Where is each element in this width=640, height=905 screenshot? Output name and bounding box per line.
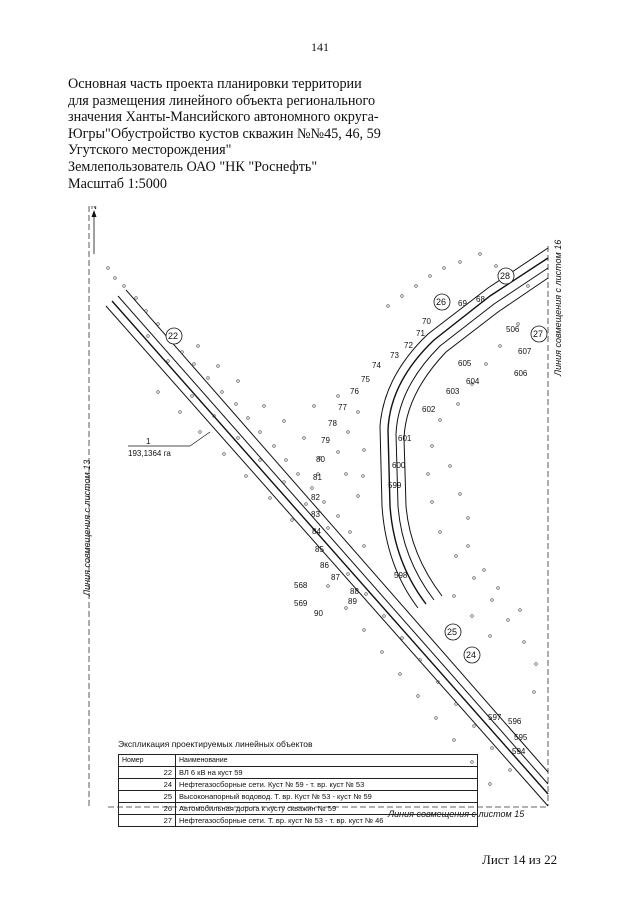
title-line: Югры"Обустройство кустов скважин №№45, 4…: [68, 125, 381, 142]
legend-row-name: Нефтегазосборные сети. Т. вр. куст № 53 …: [175, 814, 478, 827]
table-row: 27 Нефтегазосборные сети. Т. вр. куст № …: [118, 814, 478, 827]
plan-map: N: [82, 206, 563, 827]
point-label: 80: [316, 455, 325, 464]
point-label: 88: [350, 587, 359, 596]
scale-line: Масштаб 1:5000: [68, 175, 167, 192]
point-label: 596: [508, 717, 522, 726]
point-label: 79: [321, 436, 330, 445]
circle-tag-22: 22: [168, 331, 178, 341]
point-label: 600: [392, 461, 406, 470]
point-label: 77: [338, 403, 347, 412]
legend-row-number: 24: [118, 778, 176, 791]
point-label: 602: [422, 405, 436, 414]
point-label: 71: [416, 329, 425, 338]
parcel-leader-line: [189, 431, 211, 447]
plan-drawing: N: [88, 206, 549, 808]
point-label: 598: [394, 571, 408, 580]
point-label: 78: [328, 419, 337, 428]
point-label: 604: [466, 377, 480, 386]
circle-tag-25: 25: [447, 627, 457, 637]
legend-header-number: Номер: [118, 754, 176, 767]
point-label: 603: [446, 387, 460, 396]
point-label: 601: [398, 434, 412, 443]
point-label: 74: [372, 361, 381, 370]
point-label: 75: [361, 375, 370, 384]
point-label: 597: [488, 713, 502, 722]
right-match-line-label: Линия совмещения с листом 16: [553, 239, 563, 376]
land-user-line: Землепользователь ОАО "НК "Роснефть": [68, 158, 318, 175]
legend-header-name: Наименование: [175, 754, 478, 767]
point-label: 594: [512, 747, 526, 756]
legend-row-number: 25: [118, 790, 176, 803]
legend-row-number: 27: [118, 814, 176, 827]
point-label: 87: [331, 573, 340, 582]
legend-row-name: ВЛ 6 кВ на куст 59: [175, 766, 478, 779]
table-row: 24 Нефтегазосборные сети. Куст № 59 - т.…: [118, 778, 478, 791]
circle-tag-27: 27: [533, 329, 543, 339]
point-label: 568: [294, 581, 308, 590]
point-label: 76: [350, 387, 359, 396]
point-label: 84: [312, 527, 321, 536]
point-label: 89: [348, 597, 357, 606]
table-row: 25 Высоконапорный водовод. Т. вр. Куст №…: [118, 790, 478, 803]
point-label: 86: [320, 561, 329, 570]
north-arrowhead-icon: [91, 210, 97, 217]
page-number: 141: [311, 40, 329, 54]
point-label: 605: [458, 359, 472, 368]
vegetation-symbols: [106, 252, 538, 786]
point-label: 90: [314, 609, 323, 618]
point-label: 70: [422, 317, 431, 326]
sheet-number: Лист 14 из 22: [482, 852, 558, 867]
point-label: 606: [514, 369, 528, 378]
title-block: Основная часть проекта планировки террит…: [68, 76, 381, 192]
legend-row-number: 22: [118, 766, 176, 779]
left-match-line-label: Линия совмещения с листом 13: [82, 459, 92, 596]
point-label: 569: [294, 599, 308, 608]
legend-row-number: 26: [118, 802, 176, 815]
point-label: 82: [311, 493, 320, 502]
curved-corridor: [379, 247, 549, 609]
table-row: 22 ВЛ 6 кВ на куст 59: [118, 766, 478, 779]
circle-tag-24: 24: [466, 650, 476, 660]
point-label: 81: [313, 473, 322, 482]
circle-tags: 22 26 28 27 25 24: [165, 267, 548, 664]
point-label: 83: [311, 510, 320, 519]
parcel-area: 193,1364 га: [128, 449, 171, 458]
title-line: Угутского месторождения": [68, 142, 232, 159]
legend-row-name: Высоконапорный водовод. Т. вр. Куст № 53…: [175, 790, 478, 803]
point-label: 73: [390, 351, 399, 360]
point-label: 69: [458, 299, 467, 308]
point-label: 68: [476, 295, 485, 304]
point-labels: 70 71 69 68 72 73 74 75 76 77 78 79 80 8…: [294, 295, 532, 756]
legend-grid: Номер Наименование 22 ВЛ 6 кВ на куст 59…: [118, 754, 478, 827]
table-row: 26 Автомобильная дорога к кусту скважин …: [118, 802, 478, 815]
legend-table: Экспликация проектируемых линейных объек…: [118, 739, 478, 827]
title-line: для размещения линейного объекта региона…: [68, 92, 376, 109]
point-label: 607: [518, 347, 532, 356]
point-label: 85: [315, 545, 324, 554]
diagonal-corridor: [105, 289, 549, 807]
point-label: 506: [506, 325, 520, 334]
legend-row-name: Автомобильная дорога к кусту скважин № 5…: [175, 802, 478, 815]
legend-title: Экспликация проектируемых линейных объек…: [118, 739, 313, 749]
north-label: N: [91, 206, 97, 211]
circle-tag-26: 26: [436, 297, 446, 307]
title-line: Основная часть проекта планировки террит…: [68, 76, 362, 92]
parcel-number: 1: [146, 437, 151, 446]
circle-tag-28: 28: [500, 271, 510, 281]
point-label: 595: [514, 733, 528, 742]
point-label: 599: [388, 481, 402, 490]
legend-row-name: Нефтегазосборные сети. Куст № 59 - т. вр…: [175, 778, 478, 791]
point-label: 72: [404, 341, 413, 350]
title-line: значения Ханты-Мансийского автономного о…: [68, 109, 379, 126]
